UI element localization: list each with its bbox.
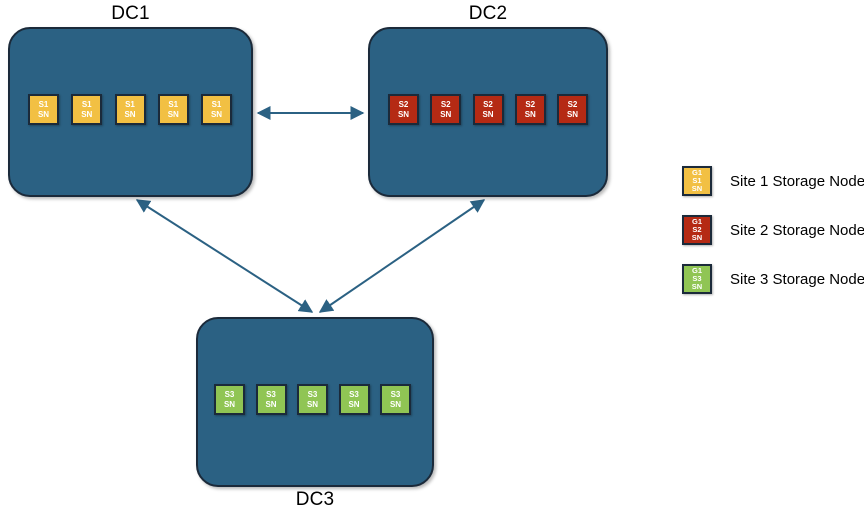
storage-node[interactable]: S3 SN: [297, 384, 328, 415]
storage-node[interactable]: S1 SN: [28, 94, 59, 125]
storage-node-line1: S2: [398, 99, 409, 109]
connector-dc1-dc3: [135, 199, 314, 313]
legend-item-site2: G1 S2 SN Site 2 Storage Node: [682, 213, 864, 247]
storage-node-line2: SN: [167, 109, 179, 119]
legend-swatch-line3: SN: [691, 184, 703, 193]
storage-node-line1: S3: [349, 389, 359, 399]
storage-node[interactable]: S3 SN: [338, 384, 370, 415]
storage-node[interactable]: S1 SN: [114, 94, 146, 125]
storage-node[interactable]: S2 SN: [388, 94, 419, 125]
storage-node-line2: SN: [389, 399, 402, 409]
storage-node[interactable]: S1 SN: [201, 94, 232, 125]
datacenter-dc3-node-row: S3 SN S3 SN S3 SN S3 SN S3 SN: [214, 384, 411, 415]
datacenter-dc1-node-row: S1 SN S1 SN S1 SN S1 SN S1 SN: [28, 94, 232, 125]
datacenter-dc1-title: DC1: [111, 3, 150, 24]
storage-node-line2: SN: [37, 109, 50, 119]
storage-node-line2: SN: [81, 109, 93, 119]
storage-node[interactable]: S2 SN: [514, 94, 546, 125]
legend-label-site2: Site 2 Storage Node: [730, 221, 864, 239]
legend-swatch-line1: G1: [691, 217, 702, 226]
legend-swatch-site2: G1 S2 SN: [682, 215, 712, 245]
storage-node[interactable]: S1 SN: [157, 94, 189, 125]
storage-node-line2: SN: [482, 109, 494, 119]
storage-node-line2: SN: [265, 399, 277, 409]
storage-node-line1: S1: [81, 99, 92, 109]
datacenter-dc2-node-row: S2 SN S2 SN S2 SN S2 SN S2 SN: [388, 94, 588, 125]
legend-swatch-line3: SN: [691, 233, 703, 242]
legend-swatch-line2: S2: [692, 225, 702, 234]
legend-label-site1: Site 1 Storage Node: [730, 172, 864, 190]
legend-swatch-line1: G1: [691, 168, 702, 177]
storage-node[interactable]: S2 SN: [472, 94, 504, 125]
storage-node[interactable]: S1 SN: [71, 94, 103, 125]
connector-dc2-dc3: [318, 199, 486, 313]
legend-item-site1: G1 S1 SN Site 1 Storage Node: [682, 164, 864, 198]
storage-node-line1: S2: [440, 99, 451, 109]
storage-node-line2: SN: [440, 109, 452, 119]
storage-node-line1: S1: [38, 99, 49, 109]
storage-node-line2: SN: [210, 109, 223, 119]
storage-node-line2: SN: [124, 109, 136, 119]
storage-node-line1: S1: [125, 99, 135, 109]
storage-node-line2: SN: [524, 109, 536, 119]
legend-item-site3: G1 S3 SN Site 3 Storage Node: [682, 262, 864, 296]
storage-node[interactable]: S3 SN: [214, 384, 245, 415]
legend-swatch-line1: G1: [691, 266, 702, 275]
storage-node-line1: S3: [224, 389, 235, 399]
storage-node-line2: SN: [306, 399, 319, 409]
storage-node[interactable]: S2 SN: [557, 94, 588, 125]
storage-node-line1: S1: [168, 99, 179, 109]
storage-node-line2: SN: [397, 109, 410, 119]
storage-node-line2: SN: [348, 399, 360, 409]
storage-node-line1: S3: [266, 389, 276, 399]
legend-swatch-line2: S3: [692, 274, 702, 283]
storage-node[interactable]: S2 SN: [430, 94, 462, 125]
storage-node-line1: S1: [211, 99, 222, 109]
legend-swatch-line3: SN: [691, 282, 703, 291]
legend: G1 S1 SN Site 1 Storage Node G1 S2 SN Si…: [682, 164, 864, 311]
datacenter-dc3-title: DC3: [295, 489, 335, 510]
datacenter-dc2-title: DC2: [468, 3, 508, 24]
storage-node-line2: SN: [223, 399, 236, 409]
storage-node-line1: S2: [525, 99, 536, 109]
storage-node-line1: S3: [307, 389, 318, 399]
storage-node-line1: S3: [390, 389, 401, 399]
storage-node-line1: S2: [567, 99, 578, 109]
storage-node-line2: SN: [566, 109, 579, 119]
legend-swatch-site3: G1 S3 SN: [682, 264, 712, 294]
legend-swatch-site1: G1 S1 SN: [682, 166, 712, 196]
storage-node[interactable]: S3 SN: [380, 384, 411, 415]
legend-swatch-line2: S1: [692, 176, 702, 185]
legend-label-site3: Site 3 Storage Node: [730, 270, 864, 288]
storage-node[interactable]: S3 SN: [255, 384, 287, 415]
storage-node-line1: S2: [483, 99, 493, 109]
